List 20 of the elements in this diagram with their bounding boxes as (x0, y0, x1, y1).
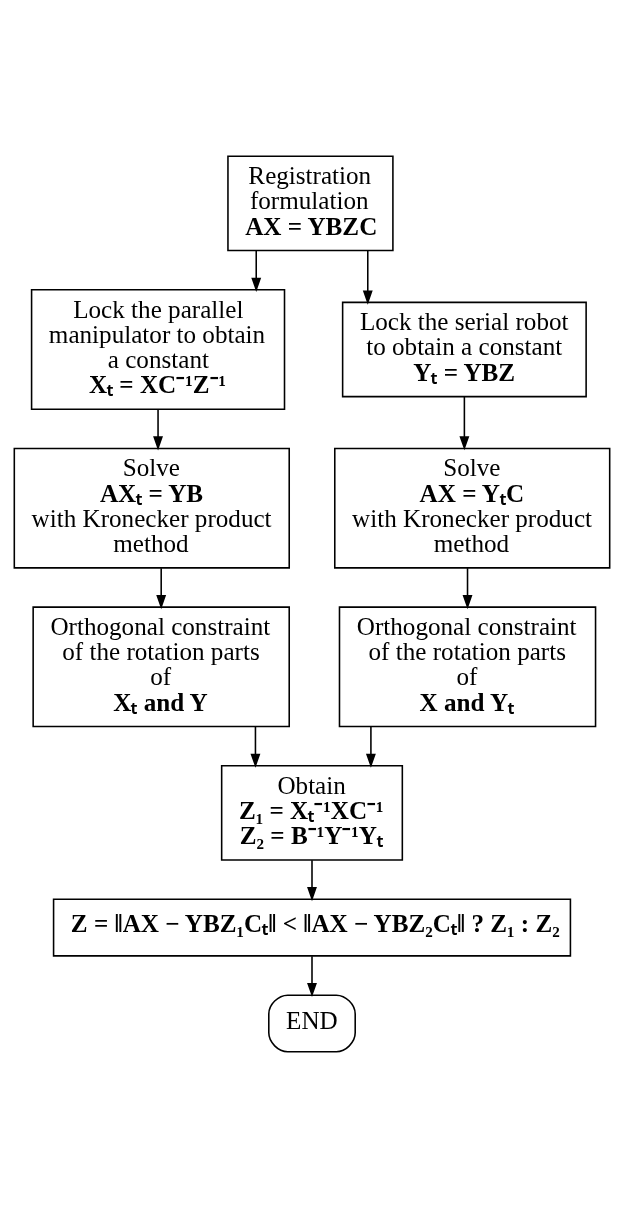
arrow (462, 566, 473, 609)
node-box: Obtain Z₁ = Xₜ⁻¹XC⁻¹ Z₂ = B⁻¹Y⁻¹Yₜ (220, 764, 404, 861)
arrow (250, 725, 261, 768)
node-box: Solve AX = YₜC with Kronecker product method (334, 447, 611, 569)
arrow (251, 249, 262, 292)
node-box: Solve AXₜ = YB with Kronecker product method (13, 447, 290, 569)
arrow (362, 249, 373, 305)
arrow (307, 858, 317, 901)
node-box: Orthogonal constraint of the rotation parts of Xₜ and Y (32, 605, 290, 727)
arrow (365, 725, 376, 768)
arrow (156, 566, 167, 609)
node-box: Lock the parallel manipulator to obtain a constant Xₜ = XC⁻¹Z⁻¹ (30, 288, 286, 410)
arrow (307, 955, 317, 997)
node-box: Registration formulation AX = YBZC (227, 155, 394, 251)
node-box: END (268, 993, 356, 1052)
node-box: Z = ‖AX − YBZ₁Cₜ‖ < ‖AX − YBZ₂Cₜ‖ ? Z₁ : Z₂ (52, 898, 572, 957)
node-box: Lock the serial robot to obtain a constant Yₜ = YBZ (341, 301, 587, 397)
arrow (459, 395, 470, 450)
node-box: Orthogonal constraint of the rotation parts of X and Yₜ (338, 605, 597, 727)
arrow (153, 408, 163, 450)
